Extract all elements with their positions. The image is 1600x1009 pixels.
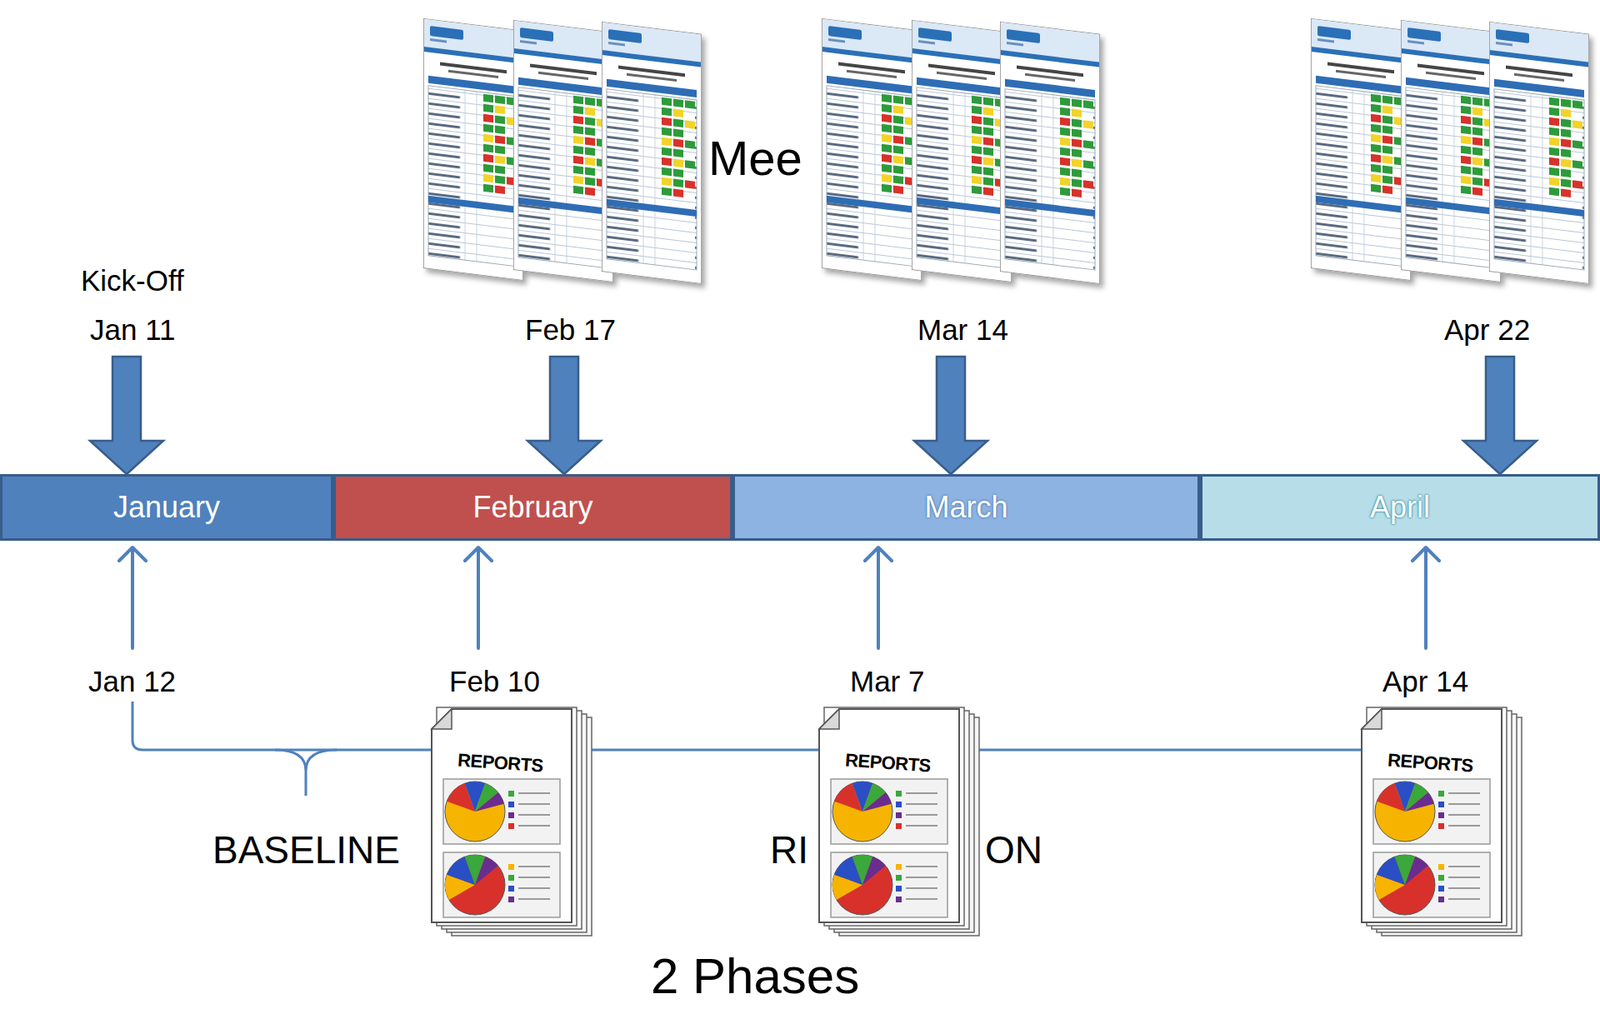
month-band: March [732, 474, 1200, 541]
illustration-part [513, 20, 614, 283]
phase-fragment: RI [770, 829, 809, 872]
date-label: Apr 22 [1444, 314, 1530, 347]
illustration-part [821, 18, 922, 281]
illustration-part [90, 356, 164, 475]
illustration-part [911, 20, 1012, 283]
block-arrow [90, 356, 1537, 475]
illustration-part [865, 547, 892, 649]
month-label: April [1370, 490, 1430, 525]
month-label: March [924, 490, 1008, 525]
illustration-part [1463, 356, 1537, 475]
phase-label: BASELINE [212, 829, 400, 872]
milestone-label: Kick-Off [80, 265, 185, 298]
phase-fragment: ON [985, 829, 1043, 872]
screenshot-stack [423, 18, 702, 285]
bracket-line [132, 701, 1367, 796]
illustration-part [1000, 21, 1100, 285]
illustration-part [527, 356, 601, 475]
illustration-part [465, 547, 492, 649]
heading-fragment: Mee [708, 131, 803, 185]
illustration-part [423, 18, 524, 281]
month-label: February [472, 490, 593, 525]
date-label: Feb 17 [525, 314, 616, 347]
screenshot-stack [1310, 18, 1590, 285]
reports-icon [431, 707, 1522, 936]
month-label: January [113, 490, 220, 525]
illustration-part [1412, 547, 1440, 649]
month-band: April [1200, 474, 1600, 541]
illustration-part [119, 547, 146, 649]
date-label: Jan 12 [88, 665, 176, 699]
illustration-part [1361, 707, 1522, 936]
illustration-part [819, 707, 980, 936]
date-label: Jan 11 [90, 314, 176, 347]
illustration-part [275, 750, 337, 796]
date-label: Mar 7 [850, 665, 925, 699]
month-band: January [0, 474, 334, 541]
illustration-part [1310, 18, 1411, 281]
month-band: February [333, 474, 733, 541]
date-label: Feb 10 [449, 665, 540, 699]
illustration-part [914, 356, 988, 475]
date-label: Mar 14 [917, 314, 1009, 347]
screenshot-stack [821, 18, 1100, 285]
thin-arrow [119, 547, 1440, 649]
diagram-caption: 2 Phases [650, 949, 860, 1005]
illustration-part [431, 707, 592, 936]
illustration-part [132, 701, 1367, 750]
date-label: Apr 14 [1382, 665, 1469, 699]
illustration-part [601, 21, 702, 285]
illustration-part [1400, 20, 1501, 283]
illustration-part [1489, 21, 1590, 285]
